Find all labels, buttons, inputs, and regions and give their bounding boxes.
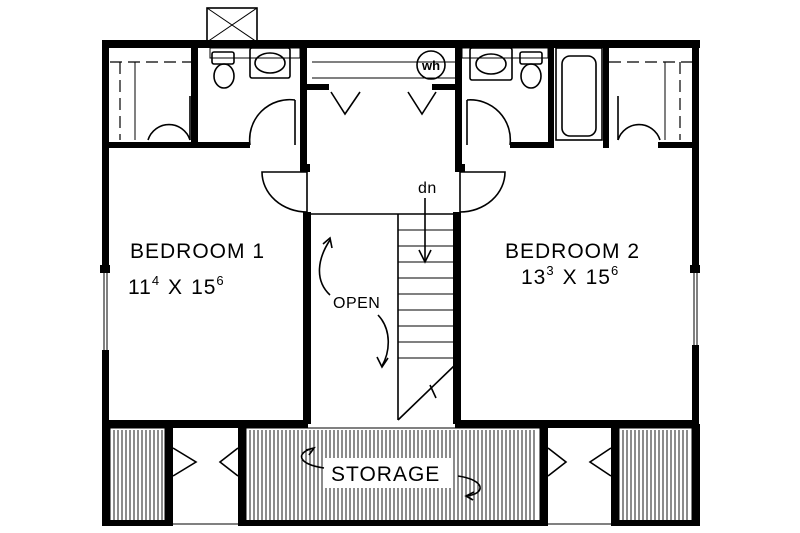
bifold-door-right xyxy=(407,91,437,116)
bedroom1-dim-separator: X xyxy=(168,276,183,299)
storage-label: STORAGE xyxy=(331,463,440,486)
interior-walls xyxy=(102,212,699,428)
bottom-edge xyxy=(102,520,700,526)
bath-2 xyxy=(455,44,603,164)
bedroom1-length: 15 xyxy=(191,276,216,299)
hall-doors xyxy=(261,164,506,213)
bedroom1-length-inches: 6 xyxy=(216,273,224,288)
bedroom2-name: BEDROOM 2 xyxy=(505,240,640,263)
bath-1 xyxy=(198,44,307,164)
upper-hall: wh xyxy=(307,50,456,116)
bathtub-icon xyxy=(555,47,603,141)
bedroom1-width: 11 xyxy=(128,276,152,299)
open-label: OPEN xyxy=(333,295,380,312)
water-heater: wh xyxy=(416,50,446,80)
bedroom2-dim-separator: X xyxy=(563,266,578,289)
toilet-icon xyxy=(519,51,543,89)
stair-down-arrow xyxy=(418,198,432,264)
exterior-walls xyxy=(100,40,700,428)
sink-icon xyxy=(249,47,291,79)
chimney xyxy=(206,7,258,43)
bedroom1-width-inches: 4 xyxy=(152,273,160,288)
bedroom2-width: 13 xyxy=(521,266,546,289)
sink-icon xyxy=(469,47,513,81)
bedroom1-closet xyxy=(102,44,198,148)
bedroom2-length-inches: 6 xyxy=(611,263,619,278)
bedroom2-length: 15 xyxy=(586,266,611,289)
water-heater-label: wh xyxy=(421,58,440,73)
storage-area: STORAGE xyxy=(218,424,568,526)
toilet-icon xyxy=(211,51,235,89)
stair-direction-label: dn xyxy=(418,180,437,197)
open-area: OPEN xyxy=(318,236,390,369)
bedroom1-name: BEDROOM 1 xyxy=(130,240,265,263)
stairs: dn xyxy=(397,180,456,421)
bifold-door-left xyxy=(330,91,361,116)
right-eave-storage xyxy=(588,424,700,526)
bedroom2-width-inches: 3 xyxy=(546,263,554,278)
bedroom2-closet xyxy=(603,44,698,148)
left-eave-storage xyxy=(102,424,198,526)
